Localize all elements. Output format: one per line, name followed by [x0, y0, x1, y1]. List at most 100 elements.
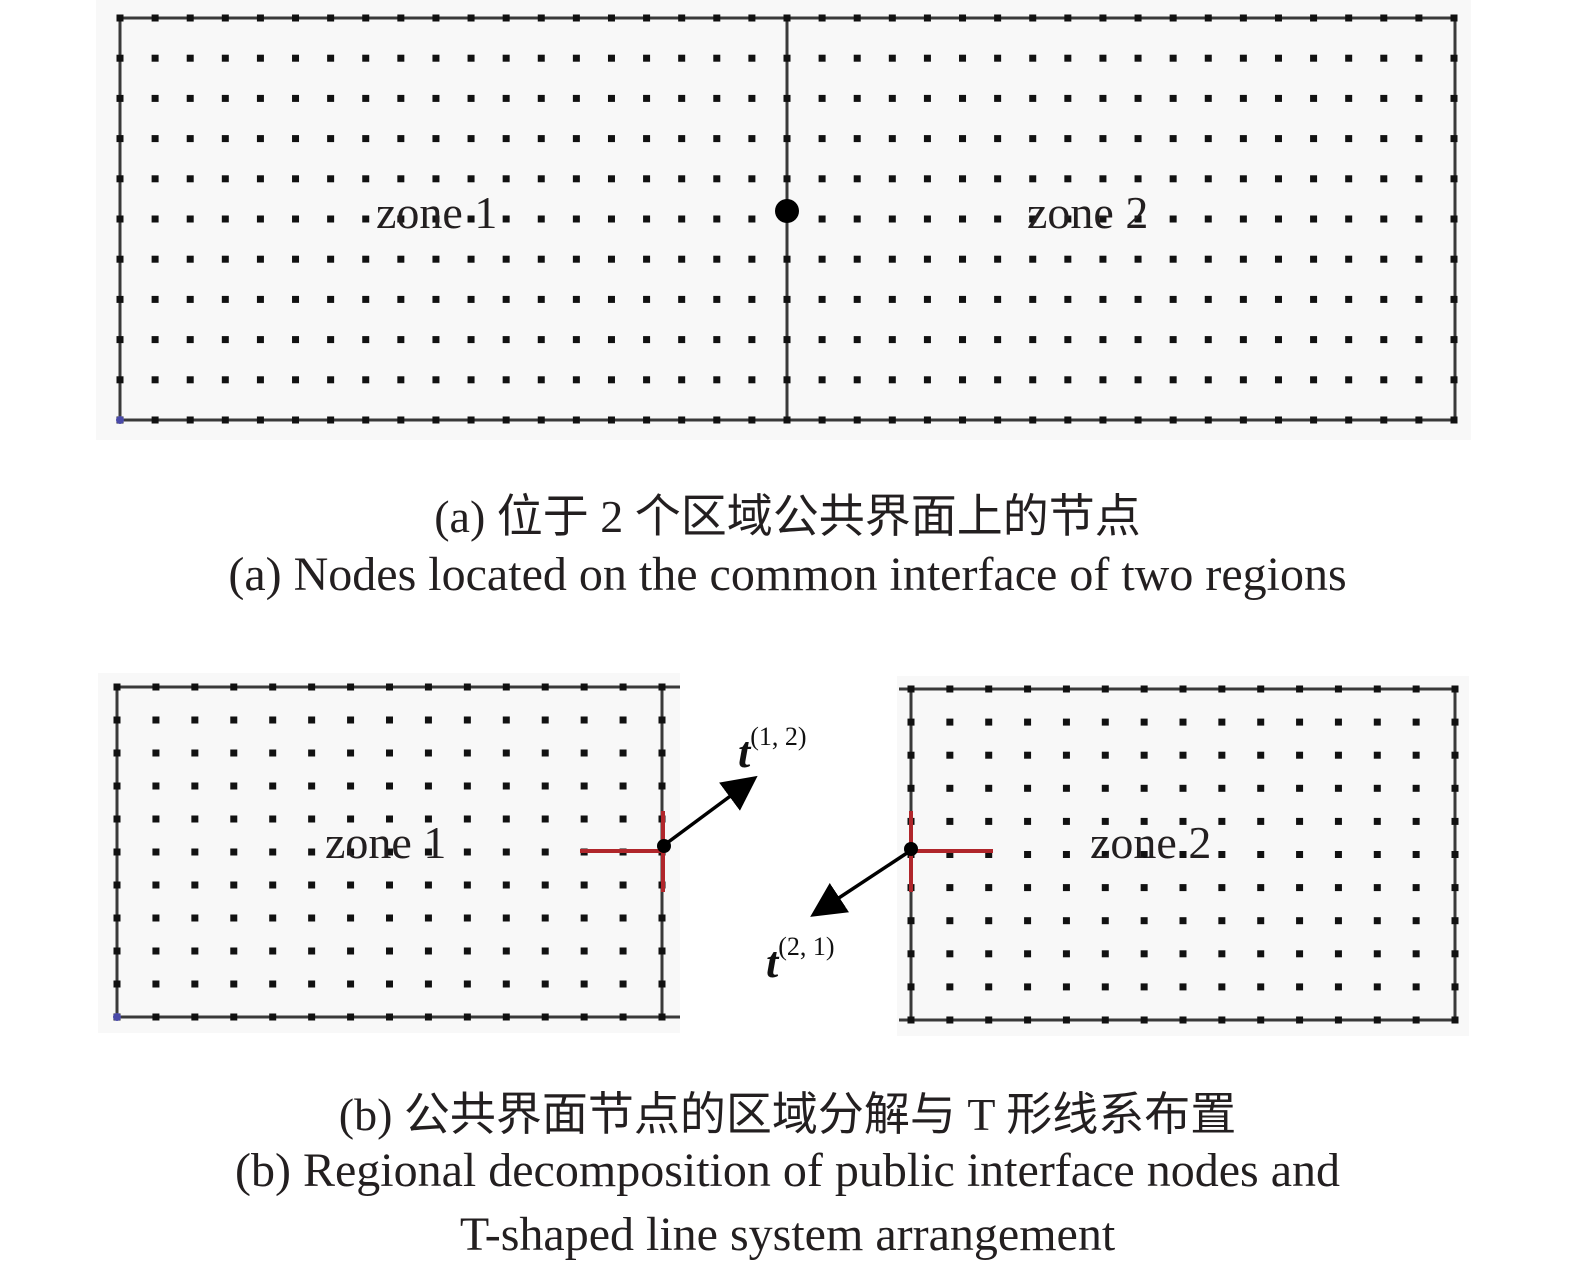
grid-node — [619, 881, 627, 889]
grid-node — [256, 14, 264, 22]
grid-node — [1415, 295, 1423, 303]
grid-node — [1101, 917, 1109, 925]
grid-node — [1134, 255, 1142, 263]
grid-node — [619, 815, 627, 823]
grid-node — [152, 683, 160, 691]
grid-node — [1239, 416, 1247, 424]
grid-node — [1451, 817, 1459, 825]
grid-node — [327, 94, 335, 102]
grid-node — [152, 1013, 160, 1021]
grid-node — [1373, 685, 1381, 693]
origin-node — [116, 416, 124, 424]
grid-node — [1345, 54, 1353, 62]
grid-node — [1134, 376, 1142, 384]
grid-node — [1334, 1016, 1342, 1024]
grid-node — [432, 54, 440, 62]
grid-node — [1274, 175, 1282, 183]
grid-node — [1380, 175, 1388, 183]
grid-node — [1029, 215, 1037, 223]
grid-node — [959, 255, 967, 263]
grid-node — [1029, 376, 1037, 384]
grid-node — [152, 716, 160, 724]
grid-node — [1345, 94, 1353, 102]
grid-node — [1179, 983, 1187, 991]
grid-node — [541, 1013, 549, 1021]
vector-arrow-t12 — [665, 775, 758, 845]
grid-node — [1257, 983, 1265, 991]
grid-node — [1179, 884, 1187, 892]
origin-node — [113, 1013, 121, 1021]
grid-node — [269, 782, 277, 790]
grid-node — [1380, 416, 1388, 424]
grid-node — [713, 54, 721, 62]
grid-node — [748, 135, 756, 143]
grid-node — [1179, 1016, 1187, 1024]
grid-node — [256, 54, 264, 62]
grid-node — [386, 1013, 393, 1021]
grid-node — [1064, 135, 1072, 143]
grid-node — [1029, 336, 1037, 344]
grid-node — [502, 848, 510, 856]
grid-node — [1380, 14, 1388, 22]
grid-node — [362, 376, 370, 384]
grid-node — [853, 295, 861, 303]
grid-node — [1373, 784, 1381, 792]
grid-node — [1274, 295, 1282, 303]
grid-node — [1134, 215, 1142, 223]
grid-node — [572, 376, 580, 384]
grid-node — [1415, 135, 1423, 143]
grid-node — [985, 983, 993, 991]
grid-node — [658, 980, 666, 988]
grid-node — [888, 215, 896, 223]
grid-node — [432, 135, 440, 143]
grid-node — [541, 881, 549, 889]
grid-node — [116, 255, 124, 263]
grid-node — [386, 716, 393, 724]
grid-node — [748, 336, 756, 344]
grid-node — [1204, 376, 1212, 384]
grid-node — [1169, 255, 1177, 263]
grid-node — [347, 782, 355, 790]
grid-node — [658, 914, 666, 922]
grid-node — [1450, 14, 1458, 22]
grid-node — [502, 782, 510, 790]
grid-node — [1218, 751, 1226, 759]
grid-node — [191, 914, 199, 922]
grid-node — [1412, 983, 1420, 991]
grid-node — [619, 749, 627, 757]
grid-node — [1029, 94, 1037, 102]
vector-superscript: (2, 1) — [778, 932, 835, 961]
grid-node — [1412, 817, 1420, 825]
grid-node — [1380, 94, 1388, 102]
grid-node — [1064, 295, 1072, 303]
grid-node — [985, 685, 993, 693]
grid-node — [432, 175, 440, 183]
grid-node — [191, 881, 199, 889]
grid-node — [853, 255, 861, 263]
grid-node — [1451, 685, 1459, 693]
grid-node — [678, 14, 686, 22]
grid-node — [619, 782, 627, 790]
grid-node — [537, 14, 545, 22]
grid-node — [113, 815, 121, 823]
grid-node — [1179, 950, 1187, 958]
grid-node — [907, 751, 915, 759]
grid-node — [269, 980, 277, 988]
grid-node — [113, 782, 121, 790]
grid-node — [269, 947, 277, 955]
grid-node — [327, 215, 335, 223]
grid-node — [327, 135, 335, 143]
grid-node — [959, 295, 967, 303]
grid-node — [432, 336, 440, 344]
grid-node — [502, 1013, 510, 1021]
grid-node — [1239, 376, 1247, 384]
grid-node — [537, 336, 545, 344]
grid-node — [580, 980, 588, 988]
grid-node — [959, 215, 967, 223]
grid-node — [537, 416, 545, 424]
grid-node — [1239, 295, 1247, 303]
grid-node — [580, 782, 588, 790]
grid-node — [1334, 884, 1342, 892]
grid-node — [1257, 851, 1265, 858]
grid-node — [713, 376, 721, 384]
